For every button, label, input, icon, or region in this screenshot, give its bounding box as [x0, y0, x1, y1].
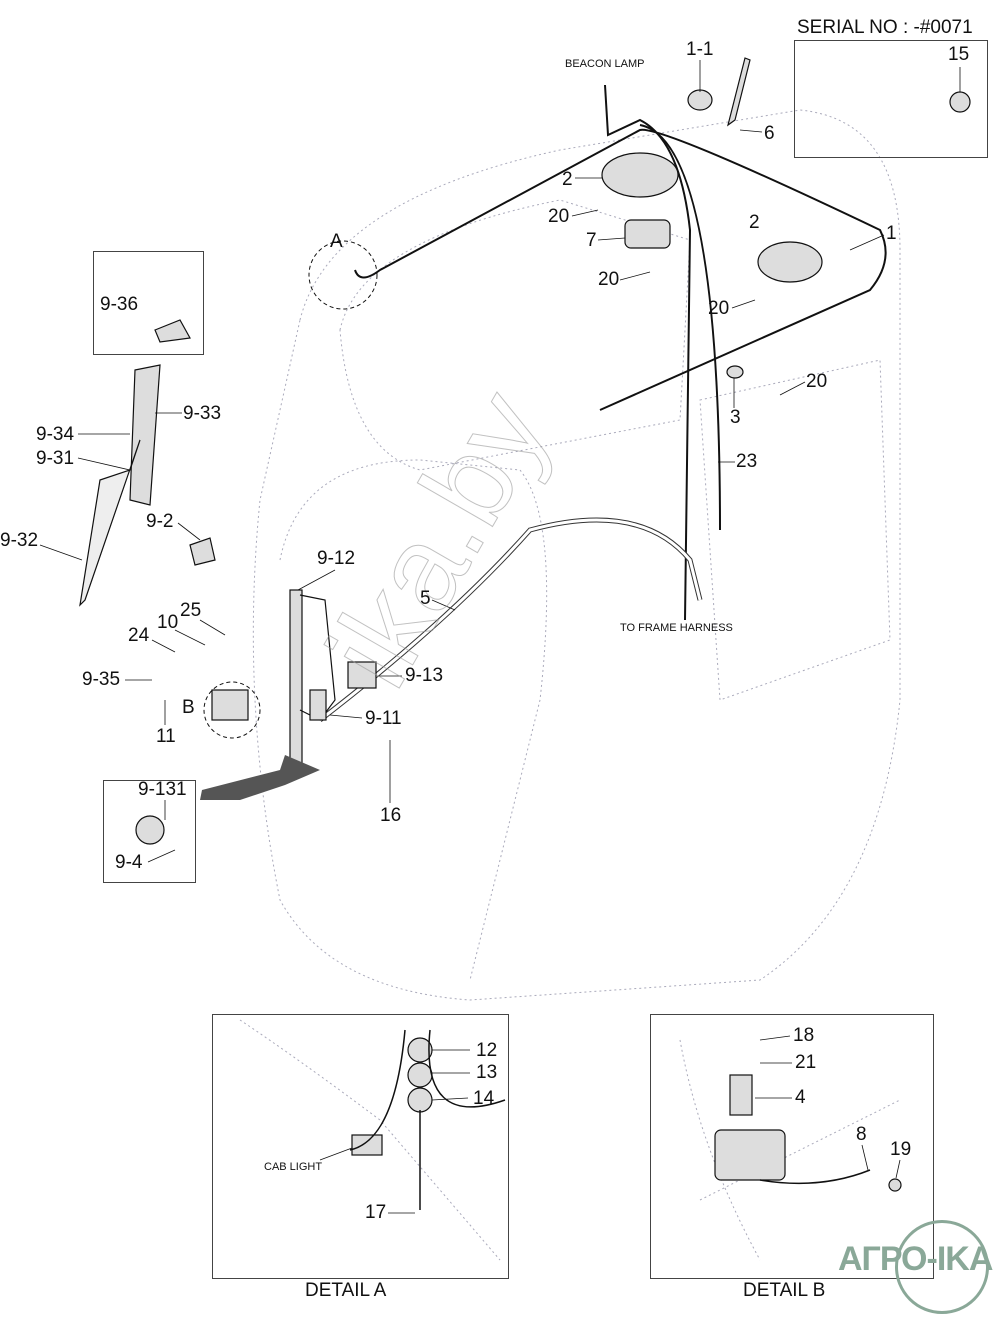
cab-outline	[239, 109, 901, 1261]
components	[79, 57, 971, 1192]
callout-20: 20	[806, 371, 828, 392]
callout-17: 17	[365, 1202, 387, 1223]
callout-6: 6	[764, 123, 775, 144]
bracket-icon	[726, 365, 744, 379]
housing-icon	[714, 1129, 786, 1181]
lamp-icon	[624, 219, 671, 249]
callout-9-36: 9-36	[100, 294, 139, 315]
callout-5: 5	[420, 588, 431, 609]
callout-9-4: 9-4	[115, 852, 143, 873]
callout-15: 15	[948, 44, 970, 65]
callout-3: 3	[730, 407, 741, 428]
callout-23: 23	[736, 451, 758, 472]
callout-19: 19	[890, 1139, 912, 1160]
speaker-icon	[757, 241, 823, 283]
callout-9-32: 9-32	[0, 530, 39, 551]
cap-icon	[687, 89, 713, 111]
callout-detail-b: B	[182, 697, 195, 718]
antenna-icon	[727, 57, 751, 127]
callout-7: 7	[586, 230, 597, 251]
callout-20: 20	[598, 269, 620, 290]
callout-20: 20	[548, 206, 570, 227]
callout-detail-a: A	[330, 231, 343, 252]
callout-13: 13	[476, 1062, 498, 1083]
wiper-frame-icon	[289, 589, 303, 771]
callout-9-131: 9-131	[138, 779, 187, 800]
switch-icon	[729, 1074, 753, 1116]
arrow-icon	[200, 755, 320, 800]
nut-icon	[135, 815, 165, 845]
wiper-blade-icon	[129, 364, 161, 506]
note-to-frame-harness: TO FRAME HARNESS	[620, 622, 733, 634]
note-cab-light: CAB LIGHT	[264, 1161, 323, 1173]
callout-16: 16	[380, 805, 402, 826]
callout-11: 11	[156, 726, 176, 747]
callout-8: 8	[856, 1124, 867, 1145]
callout-1: 1	[886, 223, 897, 244]
watermark-logo-icon	[895, 1220, 989, 1314]
callout-10: 10	[157, 612, 179, 633]
bracket-icon	[189, 537, 216, 566]
callout-9-13: 9-13	[405, 665, 444, 686]
callout-9-35: 9-35	[82, 669, 121, 690]
relay-icon	[347, 661, 377, 689]
callout-9-2: 9-2	[146, 511, 174, 532]
callout-24: 24	[128, 625, 150, 646]
harness-wires	[318, 84, 887, 722]
callout-9-31: 9-31	[36, 448, 75, 469]
detail-a-caption: DETAIL A	[305, 1280, 387, 1301]
callout-1-1: 1-1	[686, 39, 714, 60]
connector-icon	[351, 1134, 383, 1156]
serial-number: SERIAL NO : -#0071	[797, 17, 973, 38]
leader-lines	[39, 60, 961, 1214]
callout-9-12: 9-12	[317, 548, 356, 569]
watermark-logo-text: АГРО-IKA	[838, 1240, 993, 1278]
clip-icon	[154, 319, 191, 343]
bulb-icon	[888, 1178, 902, 1192]
callout-4: 4	[795, 1087, 806, 1108]
note-beacon-lamp: BEACON LAMP	[565, 58, 645, 70]
speaker-icon	[601, 152, 679, 198]
serial-inset-box	[794, 40, 988, 158]
callout-9-34: 9-34	[36, 424, 75, 445]
inset-9-36-box	[93, 251, 204, 355]
motor-icon	[309, 689, 327, 721]
detail-b-caption: DETAIL B	[743, 1280, 826, 1301]
inset-9-131-box	[103, 780, 196, 883]
callout-21: 21	[795, 1052, 817, 1073]
callout-25: 25	[180, 600, 202, 621]
callout-2: 2	[749, 212, 760, 233]
wiper-arm-icon	[79, 439, 141, 607]
switch-icon	[211, 689, 249, 721]
callout-20: 20	[708, 298, 730, 319]
callout-18: 18	[793, 1025, 815, 1046]
callout-9-11: 9-11	[365, 708, 402, 729]
callout-9-33: 9-33	[183, 403, 222, 424]
detail-a-box	[212, 1014, 509, 1279]
callout-12: 12	[476, 1040, 498, 1061]
detail-b-box	[650, 1014, 934, 1279]
callout-14: 14	[473, 1088, 495, 1109]
callout-2: 2	[562, 169, 573, 190]
